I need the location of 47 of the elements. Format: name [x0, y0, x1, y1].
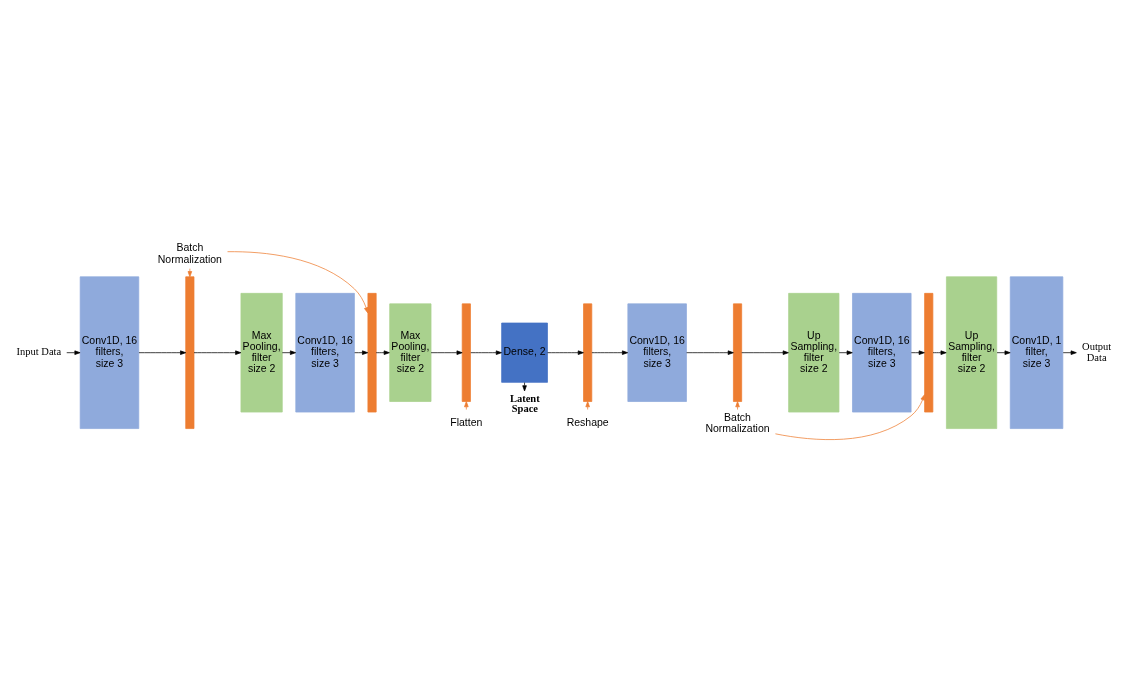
arrow	[741, 350, 789, 355]
node-box: Dense, 2	[501, 322, 548, 383]
node-bar	[461, 303, 471, 402]
arrow	[187, 268, 193, 278]
arrow	[591, 350, 629, 355]
arrow	[838, 350, 853, 355]
arrow	[686, 350, 734, 355]
arrow	[775, 394, 925, 440]
node-text: Flatten	[450, 416, 483, 429]
node-bar	[733, 303, 743, 402]
node-box: Up Sampling, filter size 2	[946, 276, 998, 429]
node-box: Conv1D, 16 filters, size 3	[79, 276, 140, 429]
arrow	[996, 350, 1011, 355]
arrow	[430, 350, 463, 355]
arrow	[281, 350, 296, 355]
node-text: Batch Normalization	[157, 241, 222, 265]
arrow	[932, 350, 947, 355]
arrow	[193, 350, 242, 355]
arrow	[470, 350, 502, 355]
arrow	[585, 401, 590, 410]
arrow	[522, 382, 527, 392]
arrow	[910, 350, 925, 355]
arrow	[66, 350, 81, 355]
node-text: Batch Normalization	[705, 411, 770, 435]
node-bar	[367, 292, 377, 413]
arrow	[464, 401, 469, 410]
arrow	[735, 401, 740, 410]
node-text: Output Data	[1082, 340, 1112, 364]
node-text: Input Data	[16, 346, 62, 358]
node-bar	[583, 303, 593, 402]
node-bar	[924, 292, 934, 413]
arrow	[354, 350, 369, 355]
node-box: Conv1D, 16 filters, size 3	[295, 292, 355, 413]
arrow	[138, 350, 187, 355]
node-text: Reshape	[566, 416, 609, 429]
node-text: Latent Space	[509, 392, 540, 415]
arrow	[1062, 350, 1077, 355]
arrow	[547, 350, 584, 355]
node-box: Conv1D, 1 filter, size 3	[1009, 276, 1064, 429]
node-box: Up Sampling, filter size 2	[788, 292, 840, 413]
node-box: Conv1D, 16 filters, size 3	[852, 292, 912, 413]
node-box: Max Pooling, filter size 2	[389, 303, 432, 402]
arrow	[375, 350, 390, 355]
node-bar	[185, 276, 195, 429]
node-box: Conv1D, 16 filters, size 3	[627, 303, 687, 402]
arrow	[227, 251, 369, 314]
node-box: Max Pooling, filter size 2	[240, 292, 283, 413]
